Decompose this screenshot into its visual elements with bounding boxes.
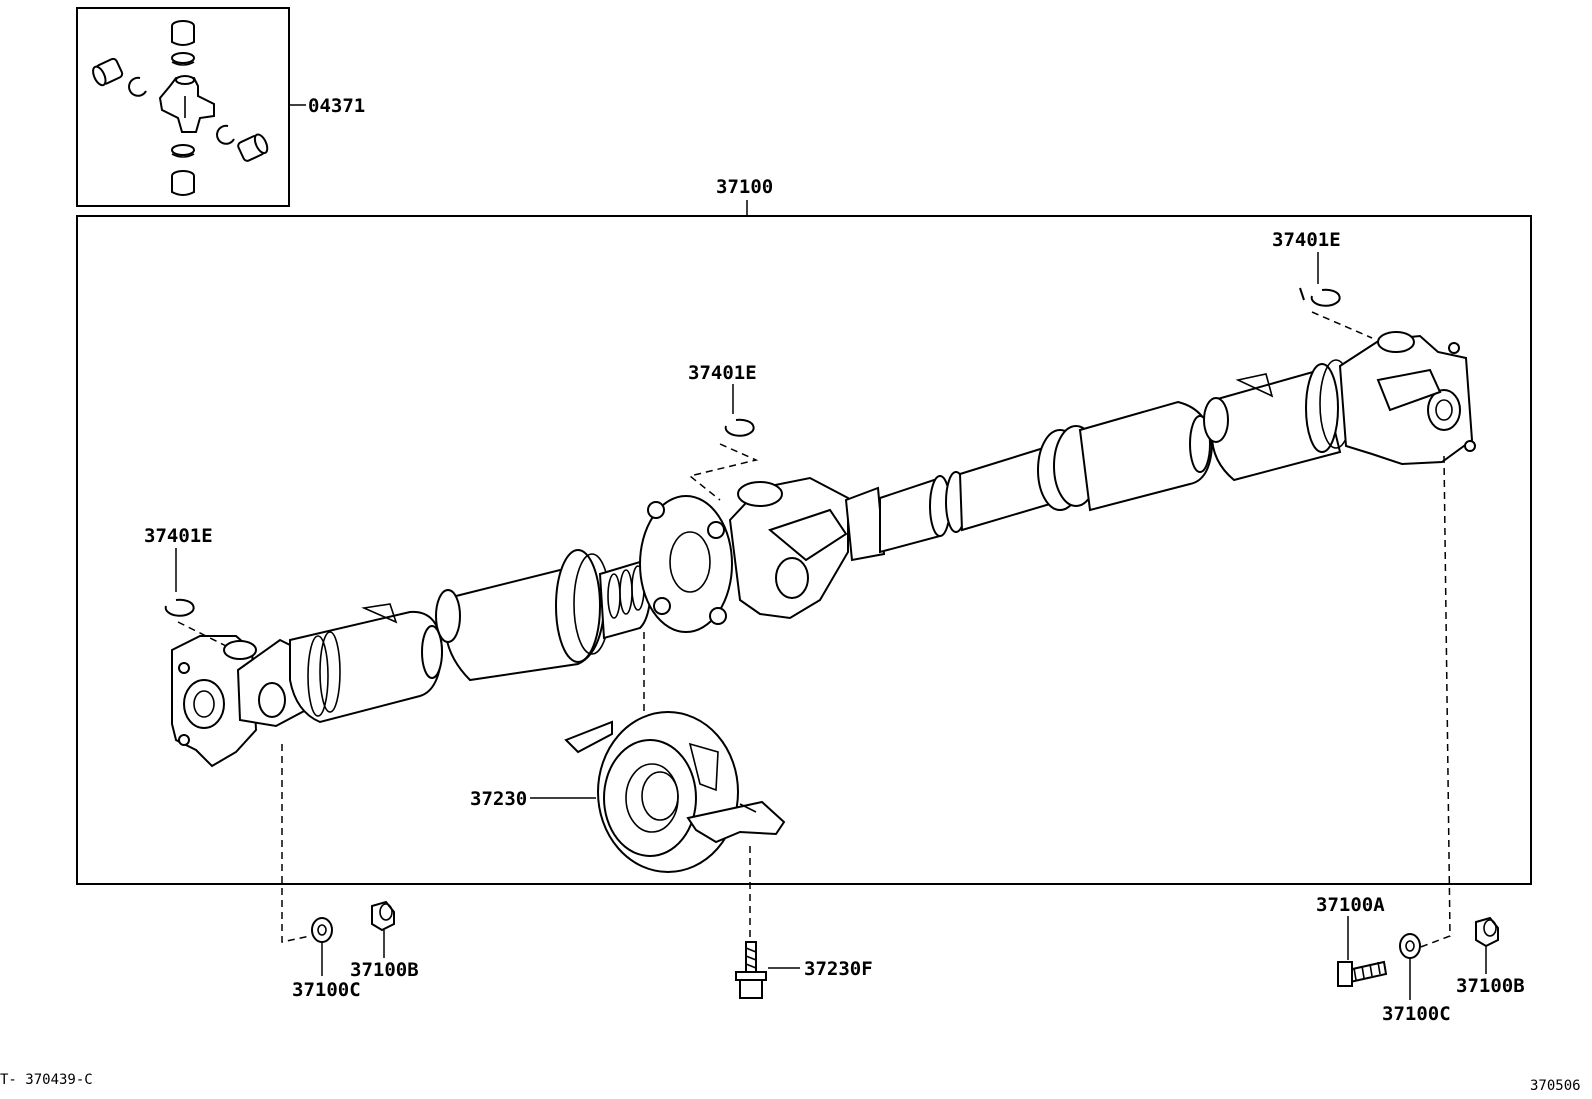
center-bearing-illustration [564,711,786,873]
label-bolt-center: 37230F [804,958,873,980]
label-ujoint-kit: 04371 [308,95,365,117]
label-washer-rear: 37100C [1382,1003,1451,1025]
label-snap-ring-front: 37401E [144,525,213,547]
snap-ring-rear-gap [1299,287,1305,301]
dash-rear-fasteners [1417,455,1451,949]
dash-rear-ring [1311,311,1373,339]
snap-ring-front-icon [164,598,195,617]
dash-front-fasteners [281,744,311,943]
snap-ring-rear-icon [1310,288,1341,307]
label-center-bearing: 37230 [470,788,527,810]
washer-front-icon [311,917,333,943]
label-washer-front: 37100C [292,979,361,1001]
snap-ring-icon [216,124,235,145]
bolt-rear-icon [1337,960,1388,987]
propeller-shaft-box [76,215,1532,885]
nut-front-icon [371,900,395,932]
label-snap-ring-rear: 37401E [1272,229,1341,251]
label-bolt-rear: 37100A [1316,894,1385,916]
washer-rear-icon [1399,933,1421,959]
footer-right-code: 370506 [1530,1078,1581,1094]
bolt-center-icon [735,941,767,999]
ujoint-kit-box [76,7,290,207]
ujoint-kit-illustration [92,20,269,196]
label-propeller-shaft: 37100 [716,176,773,198]
snap-ring-center-icon [724,418,755,437]
label-nut-front: 37100B [350,959,419,981]
footer-left-code: T- 370439-C [0,1072,93,1088]
dash-front-ring [177,621,227,647]
dash-center-ring [688,443,759,501]
label-nut-rear: 37100B [1456,975,1525,997]
label-snap-ring-center: 37401E [688,362,757,384]
propeller-shaft-illustration [171,331,1476,768]
snap-ring-icon [128,76,147,97]
nut-rear-icon [1475,916,1499,948]
